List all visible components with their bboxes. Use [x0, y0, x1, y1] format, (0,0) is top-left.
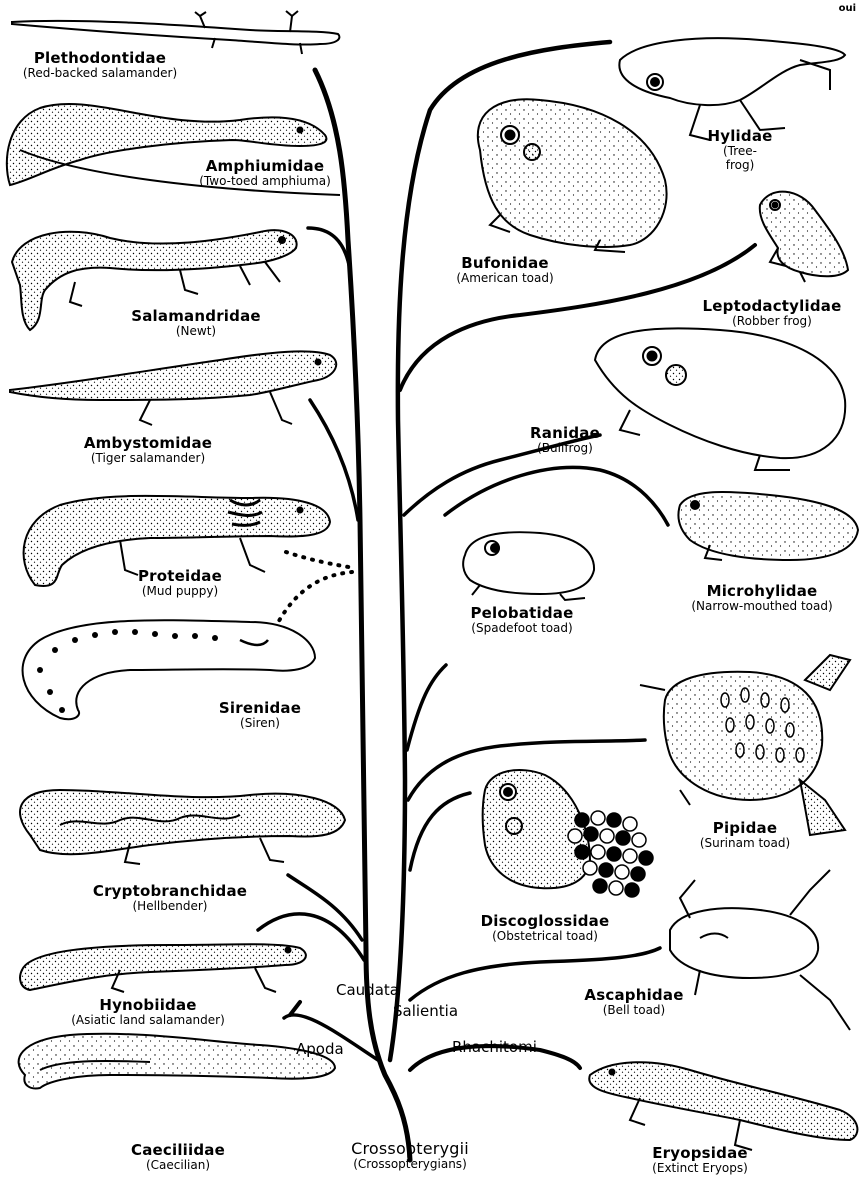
family-name: Bufonidae — [456, 255, 553, 272]
family-name: Hylidae — [707, 128, 772, 145]
label-leptodactylidae: Leptodactylidae (Robber frog) — [703, 298, 842, 329]
hynobiidae-illustration — [20, 944, 306, 992]
family-name: Leptodactylidae — [703, 298, 842, 315]
label-salamandridae: Salamandridae (Newt) — [131, 308, 261, 339]
family-name: Eryopsidae — [652, 1145, 748, 1162]
family-name: Ambystomidae — [84, 435, 212, 452]
family-name: Microhylidae — [691, 583, 832, 600]
label-cryptobranchidae: Cryptobranchidae (Hellbender) — [93, 883, 247, 914]
label-ranidae: Ranidae (Bullfrog) — [530, 425, 600, 456]
family-name: Salamandridae — [131, 308, 261, 325]
branch-ambystomidae — [310, 400, 358, 520]
pipidae-illustration — [640, 655, 850, 835]
label-hynobiidae: Hynobiidae (Asiatic land salamander) — [71, 997, 225, 1028]
pelobatidae-illustration — [463, 532, 594, 600]
common-name: (Siren) — [219, 717, 301, 731]
ranidae-illustration — [595, 328, 845, 470]
common-name: (Obstetrical toad) — [481, 930, 610, 944]
common-name: (Newt) — [131, 325, 261, 339]
common-name: (Two-toed amphiuma) — [199, 175, 331, 189]
family-name: Proteidae — [138, 568, 222, 585]
common-name-continued: frog) — [707, 159, 772, 173]
common-name: (Mud puppy) — [138, 585, 222, 599]
caeciliidae-illustration — [19, 1034, 335, 1089]
discoglossidae-illustration — [483, 770, 653, 897]
label-crossopterygii: Crossopterygii (Crossopterygians) — [351, 1140, 469, 1172]
common-name: (Surinam toad) — [700, 837, 790, 851]
label-hylidae: Hylidae (Tree- frog) — [707, 128, 772, 173]
group-label-caudata: Caudata — [336, 981, 399, 999]
family-name: Caeciliidae — [131, 1142, 225, 1159]
common-name: (Tree- — [707, 145, 772, 159]
group-label-salientia: Salientia — [393, 1002, 458, 1020]
hylidae-illustration — [619, 38, 845, 140]
family-name: Plethodontidae — [23, 50, 177, 67]
family-name: Pelobatidae — [470, 605, 573, 622]
label-ambystomidae: Ambystomidae (Tiger salamander) — [84, 435, 212, 466]
branch-sirenidae — [275, 572, 352, 628]
plethodontidae-illustration — [12, 11, 339, 54]
label-pipidae: Pipidae (Surinam toad) — [700, 820, 790, 851]
family-name: Cryptobranchidae — [93, 883, 247, 900]
branch-microhylidae — [445, 467, 668, 525]
family-name: Hynobiidae — [71, 997, 225, 1014]
group-label-rhachitomi: Rhachitomi — [452, 1038, 537, 1056]
family-name: Sirenidae — [219, 700, 301, 717]
ambystomidae-illustration — [10, 351, 336, 425]
label-amphiumidae: Amphiumidae (Two-toed amphiuma) — [199, 158, 331, 189]
branch-amphiumidae — [308, 228, 350, 270]
family-name: Amphiumidae — [199, 158, 331, 175]
family-name: Ascaphidae — [584, 987, 683, 1004]
common-name: (Narrow-mouthed toad) — [691, 600, 832, 614]
common-name: (Spadefoot toad) — [470, 622, 573, 636]
label-sirenidae: Sirenidae (Siren) — [219, 700, 301, 731]
common-name: (Bell toad) — [584, 1004, 683, 1018]
common-name: (Robber frog) — [703, 315, 842, 329]
group-label-apoda: Apoda — [296, 1040, 344, 1058]
branch-proteidae — [286, 552, 355, 568]
root-name: Crossopterygii — [351, 1140, 469, 1158]
family-name: Ranidae — [530, 425, 600, 442]
branch-pelobatidae — [407, 665, 446, 750]
label-ascaphidae: Ascaphidae (Bell toad) — [584, 987, 683, 1018]
cryptobranchidae-illustration — [20, 790, 345, 864]
family-name: Discoglossidae — [481, 913, 610, 930]
common-name: (Red-backed salamander) — [23, 67, 177, 81]
ascaphidae-illustration — [670, 870, 850, 1030]
apoda-link — [290, 1002, 300, 1015]
common-name: (Caecilian) — [131, 1159, 225, 1173]
leptodactylidae-illustration — [760, 192, 848, 282]
label-microhylidae: Microhylidae (Narrow-mouthed toad) — [691, 583, 832, 614]
branch-discoglossidae — [410, 793, 470, 870]
common-name: (Tiger salamander) — [84, 452, 212, 466]
common-name: (Bullfrog) — [530, 442, 600, 456]
common-name: (Extinct Eryops) — [652, 1162, 748, 1176]
label-caeciliidae: Caeciliidae (Caecilian) — [131, 1142, 225, 1173]
label-bufonidae: Bufonidae (American toad) — [456, 255, 553, 286]
family-name: Pipidae — [700, 820, 790, 837]
common-name: (Asiatic land salamander) — [71, 1014, 225, 1028]
label-eryopsidae: Eryopsidae (Extinct Eryops) — [652, 1145, 748, 1176]
bufonidae-illustration — [478, 99, 667, 252]
eryopsidae-illustration — [589, 1062, 857, 1150]
label-plethodontidae: Plethodontidae (Red-backed salamander) — [23, 50, 177, 81]
microhylidae-illustration — [678, 492, 858, 560]
common-name: (American toad) — [456, 272, 553, 286]
label-proteidae: Proteidae (Mud puppy) — [138, 568, 222, 599]
branch-cryptobranchidae — [288, 875, 362, 940]
label-pelobatidae: Pelobatidae (Spadefoot toad) — [470, 605, 573, 636]
label-discoglossidae: Discoglossidae (Obstetrical toad) — [481, 913, 610, 944]
common-name: (Hellbender) — [93, 900, 247, 914]
root-common-name: (Crossopterygians) — [351, 1158, 469, 1172]
